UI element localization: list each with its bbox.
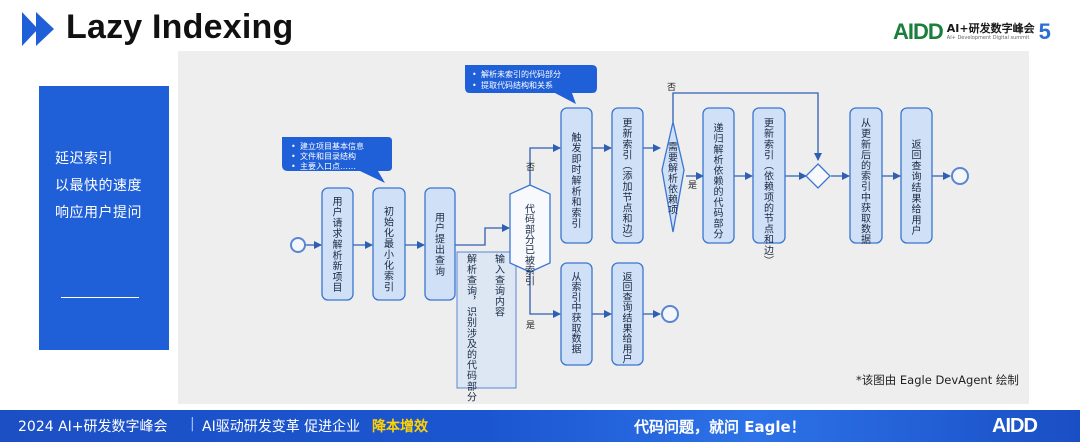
note-line-2: 解析查询︐识别涉及的代码部分 [467,253,477,404]
credit-note: *该图由 Eagle DevAgent 绘制 [856,373,1019,387]
node-init-box [372,187,406,301]
node-update2-label: 更新索引︵依赖项的节点和边︶ [764,118,774,268]
decision-indexed-label: 代码部分已被索引 [525,203,535,287]
play-arrow-icon [22,12,54,46]
node-update2-box [752,107,786,244]
diagram-panel [178,51,1029,404]
logo-mark: AIDD [893,19,944,44]
footer-slogan-a: AI驱动研发变革 促进企业 [202,419,361,435]
node-trigger-box [560,107,593,244]
aidd-logo: AIDD AI+研发数字峰会 AI+ Development Digital s… [893,19,1051,44]
end-node-bottom [661,305,679,323]
node-return-bottom-box [611,262,644,366]
footer-separator: | [190,416,195,432]
callout-parse-line: 解析未索引的代码部分 [481,69,561,79]
divider [61,297,139,298]
logo-edition: 5 [1038,19,1051,44]
start-node [290,237,306,253]
decision-deps-label: 需要解析依赖项 [668,142,678,217]
callout-init-line: 建立项目基本信息 [300,141,364,151]
node-return-top-box [900,107,933,244]
callout-init-line: 文件和目录结构 [300,151,356,161]
logo-en: AI+ Development Digital summit [946,35,1030,41]
node-return-top-label: 返回查询结果给用户 [912,139,922,237]
footer-event: 2024 AI+研发数字峰会 [18,419,168,435]
node-fetch-updated-box [849,107,883,244]
node-query-box [424,187,456,301]
page-title: Lazy Indexing [66,8,294,46]
summary-line-1: 延迟索引 [55,151,113,167]
callout-init-line: 主要入口点…… [300,161,356,171]
label-no-indexed: 否 [526,162,535,173]
summary-panel: 延迟索引 以最快的速度 响应用户提问 [39,86,169,350]
node-update1-box [611,107,644,244]
node-request-box [321,187,354,301]
footer-tagline: 代码问题，就问 Eagle！ [634,418,806,436]
label-yes-deps: 是 [688,180,697,191]
note-line-1: 输入查询内容 [495,253,505,319]
summary-line-3: 响应用户提问 [55,205,142,221]
callout-parse-bullet: • [472,81,477,90]
note-box [456,251,517,389]
end-node-top [951,167,969,185]
callout-init-bullet: • [291,152,296,161]
node-fetch-updated-label: 从更新后的索引中获取数据 [861,119,871,247]
node-trigger-label: 触发即时解析和索引 [572,131,582,230]
footer-bar: 2024 AI+研发数字峰会 | AI驱动研发变革 促进企业 降本增效 代码问题… [0,410,1080,442]
connectors [306,92,951,318]
summary-line-2: 以最快的速度 [55,178,142,194]
node-update1-label: 更新索引︵添加节点和边︶ [623,118,633,247]
node-request-label: 用户请求解析新项目 [333,197,343,294]
node-return-bottom-label: 返回查询结果给用户 [623,271,633,365]
node-recursive-box [702,107,735,244]
callout-parse-bullet: • [472,70,477,79]
label-yes-indexed: 是 [526,320,535,331]
node-fetch-label: 从索引中获取数据 [572,272,582,355]
callout-init-bullet: • [291,162,296,171]
callout-init-bullet: • [291,142,296,151]
callout-parse-line: 提取代码结构和关系 [481,80,553,90]
logo-cn: AI+研发数字峰会 [946,22,1035,35]
label-no-deps: 否 [667,82,676,93]
nodes [321,107,933,389]
node-fetch-box [560,262,593,366]
decision-deps-shape [661,121,685,233]
node-init-label: 初始化最小化索引 [384,205,394,294]
merge-diamond [805,163,831,189]
callout-parse-bubble [465,65,597,104]
decision-indexed-shape [509,184,551,273]
footer-logo: AIDD [992,415,1038,437]
node-query-label: 用户提出查询 [435,213,445,278]
callout-init-bubble [282,137,392,183]
footer-slogan-b: 降本增效 [372,419,428,435]
node-recursive-label: 递归解析依赖的代码部分 [714,122,724,241]
